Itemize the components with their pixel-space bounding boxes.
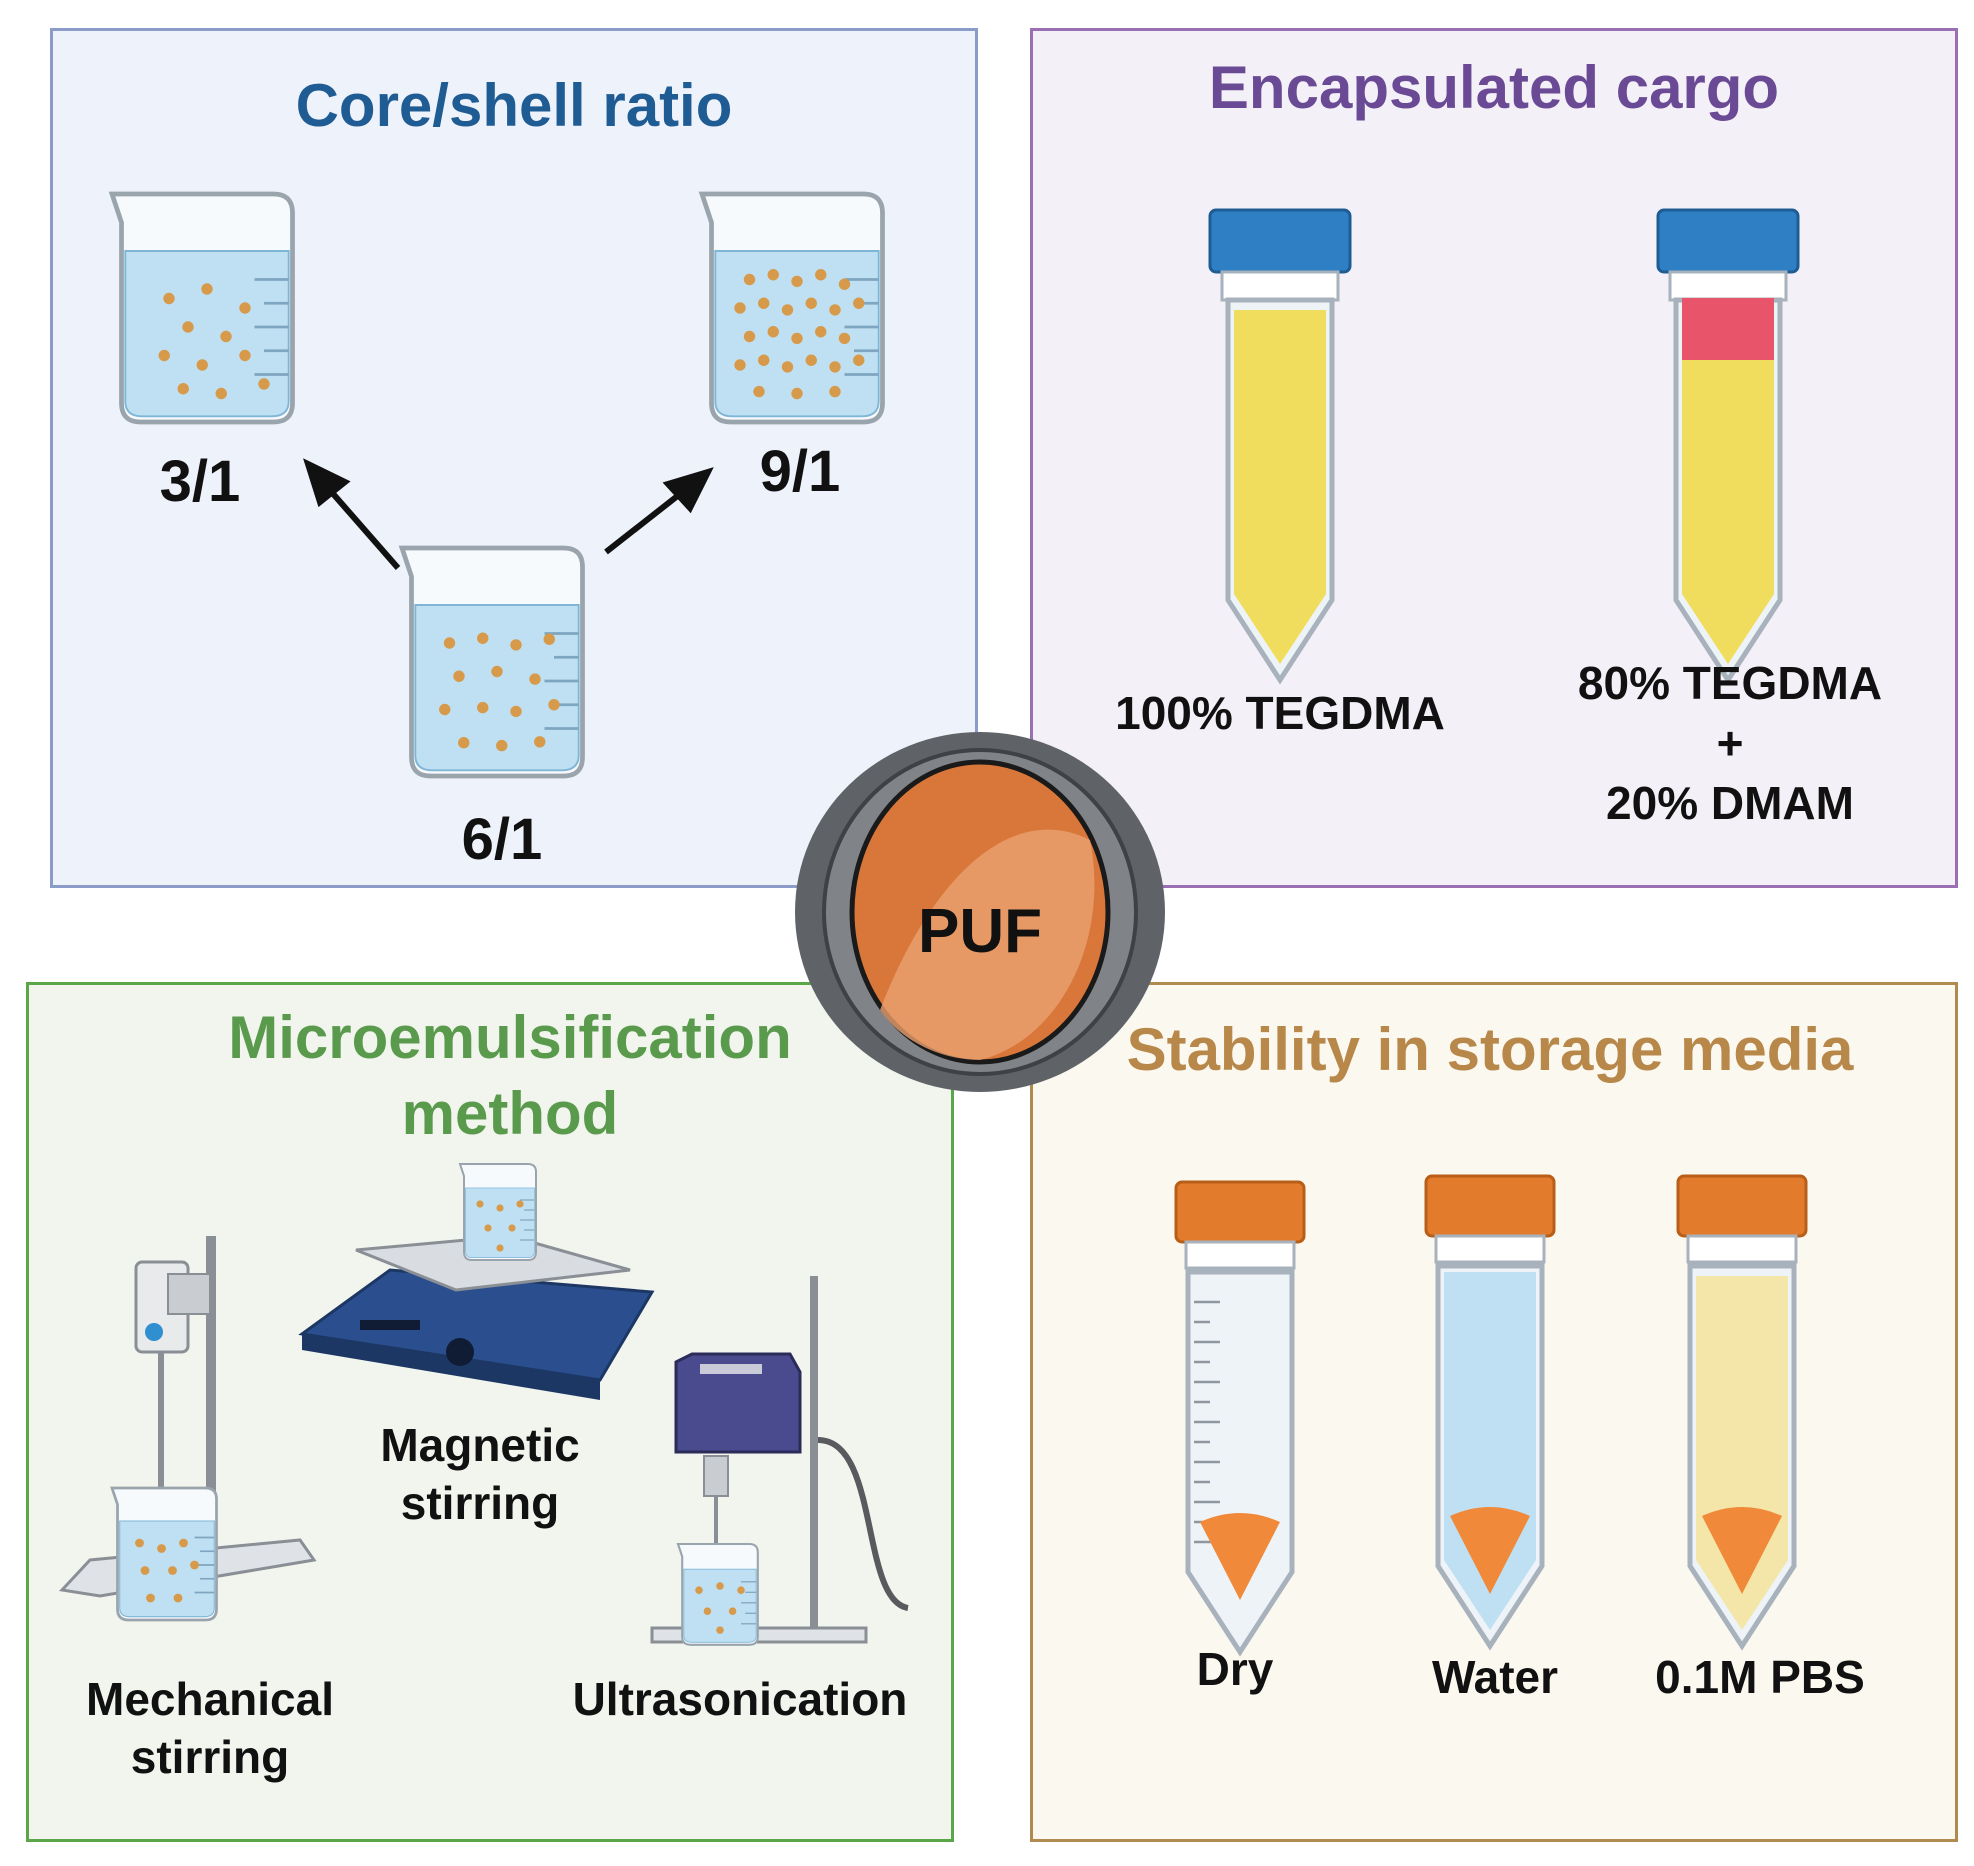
tube-tegdma xyxy=(1208,208,1352,680)
tube-dry xyxy=(1174,1180,1306,1652)
beaker-6-1 xyxy=(402,548,583,776)
mechanical-stirrer xyxy=(58,1236,317,1622)
ratio-9-1-label: 9/1 xyxy=(759,439,841,504)
arrow-to-3-1 xyxy=(303,458,401,570)
magnetic-stirrer xyxy=(298,1162,655,1400)
magnetic-label-line2: stirring xyxy=(400,1477,560,1529)
tube-water xyxy=(1424,1174,1556,1646)
ultrasonicator xyxy=(650,1276,909,1646)
dry-label: Dry xyxy=(1196,1643,1274,1695)
tegdma-80-label: 80% TEGDMA xyxy=(1577,657,1883,709)
ratio-6-1-label: 6/1 xyxy=(461,807,543,872)
tube-tegdma-dmam xyxy=(1656,208,1800,680)
stability-title: Stability in storage media xyxy=(1126,1016,1854,1083)
encapsulated-cargo-panel xyxy=(1030,28,1958,888)
puf-capsule xyxy=(795,732,1165,1092)
arrow-to-9-1 xyxy=(604,467,714,555)
microemulsification-title: Microemulsification method xyxy=(228,1004,792,1147)
encapsulated-cargo-title: Encapsulated cargo xyxy=(1208,54,1780,121)
pbs-label: 0.1M PBS xyxy=(1655,1651,1865,1703)
tegdma-label: 100% TEGDMA xyxy=(1115,687,1445,739)
puf-label: PUF xyxy=(918,897,1042,966)
mechanical-label-line2: stirring xyxy=(130,1731,290,1783)
beaker-3-1 xyxy=(112,194,293,422)
plus-label: + xyxy=(1716,717,1744,769)
ratio-3-1-label: 3/1 xyxy=(159,449,241,514)
magnetic-label-line1: Magnetic xyxy=(380,1419,580,1471)
mechanical-label-line1: Mechanical xyxy=(86,1673,334,1725)
beaker-9-1 xyxy=(702,194,883,422)
core-shell-title: Core/shell ratio xyxy=(295,72,733,139)
tube-pbs xyxy=(1676,1174,1808,1646)
ultrasonication-label: Ultrasonication xyxy=(572,1673,908,1725)
water-label: Water xyxy=(1431,1651,1559,1703)
dmam-20-label: 20% DMAM xyxy=(1606,777,1854,829)
